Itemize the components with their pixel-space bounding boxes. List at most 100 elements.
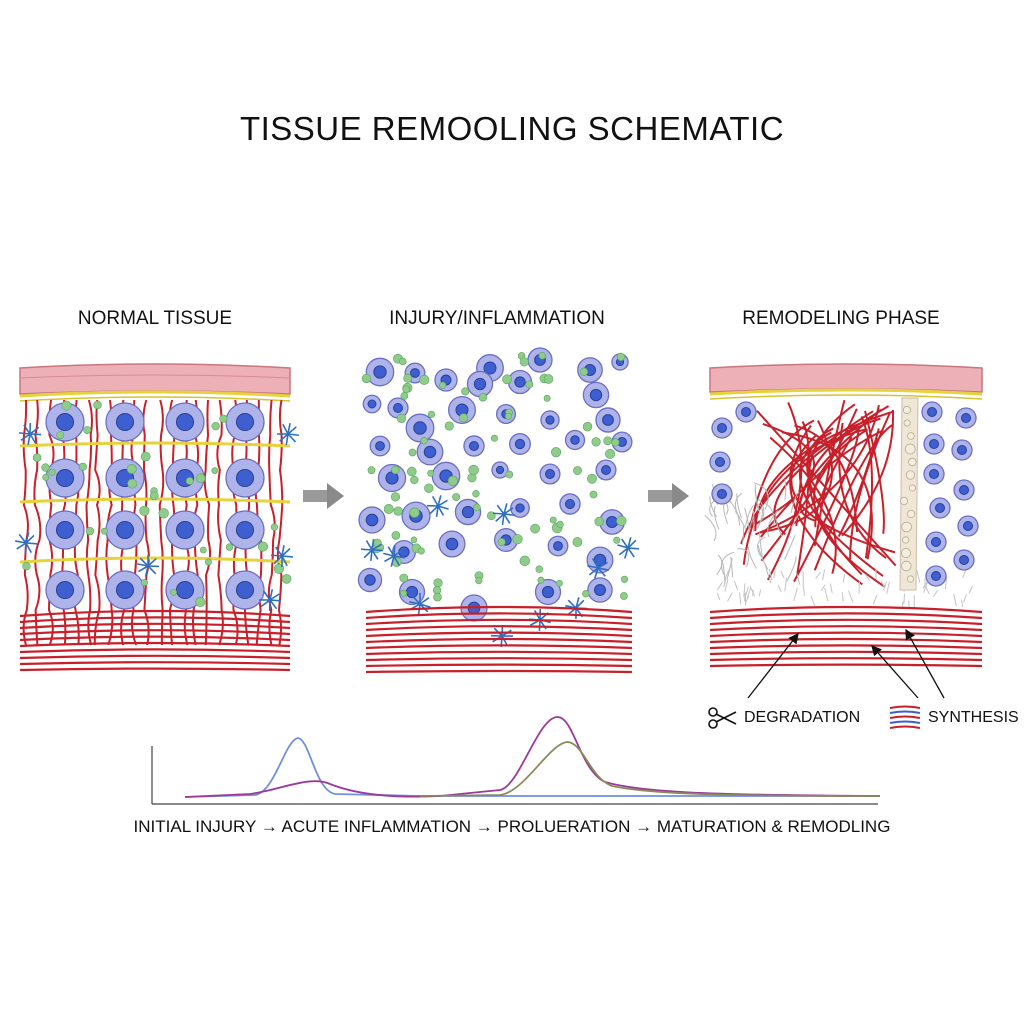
granule [140,578,148,586]
mesh-strand [815,572,821,579]
granule [589,490,598,499]
muscle-fiber [19,629,291,636]
granule [399,357,407,366]
cell-nucleus [445,537,459,551]
granule [41,463,50,472]
fibrin-particle [906,509,916,519]
cell-nucleus [541,585,555,599]
granule [78,462,87,471]
collagen-fiber [33,399,42,646]
granule [390,492,401,502]
collagen-fiber [864,410,885,534]
muscle-fiber [365,657,633,662]
fibrin-particle [902,405,912,415]
immune-star [137,554,160,577]
cell-nucleus [931,571,941,581]
granule [594,516,604,527]
muscle-fiber [365,612,633,620]
granule [139,505,150,516]
granule [361,373,371,384]
cell-nucleus [365,513,379,527]
mesh-strand [726,558,733,580]
cell-nucleus [514,376,526,388]
granule [257,541,269,552]
collagen-fiber [267,399,276,646]
cell-nucleus [393,403,403,413]
muscle-fiber [19,609,291,618]
granule [613,536,621,544]
mesh-strand [768,568,773,581]
cell-nucleus [601,465,611,475]
granule [32,453,42,462]
granule [582,421,593,432]
mesh-strand [933,590,939,597]
mesh-strand [848,590,854,603]
granule [42,473,50,481]
mesh-strand [865,573,871,582]
granule [475,576,483,585]
scissors-icon [708,707,737,729]
mesh-strand [872,594,878,605]
muscle-fiber [709,663,983,668]
granule [543,394,551,402]
granule [427,469,435,477]
mesh-strand [757,498,765,521]
cell-grid [45,402,265,610]
mesh-strand [736,493,742,518]
fibrin-particle [905,470,916,480]
cell-nucleus [423,445,437,459]
granule [199,546,207,554]
timeline-caption: INITIAL INJURY → ACUTE INFLAMMATION → PR… [133,817,891,836]
cell-nucleus [564,498,576,510]
cell-nucleus [545,415,555,425]
immune-star [490,624,514,648]
cell-nucleus [55,580,75,600]
mesh-strand [721,551,735,575]
granule [48,468,56,476]
inflammatory-cells [357,347,633,622]
granule [367,466,376,475]
cell-nucleus [461,505,475,519]
granule [420,437,428,445]
cell-nucleus [514,438,526,450]
granule [519,357,529,367]
granule [579,367,589,376]
collagen-fiber [756,410,897,567]
mesh-strand [752,510,755,532]
cell-nucleus [715,457,725,467]
immune-star [276,423,300,445]
cell-nucleus [741,407,751,417]
granule [140,451,151,462]
granule [399,573,409,583]
mesh-strand [716,554,723,576]
collagen-fiber [838,422,887,559]
granule [127,478,138,489]
collagen-fiber [742,428,866,565]
granule [616,515,627,526]
panel-remodeling-phase [704,363,983,699]
cell-nucleus [55,520,75,540]
mesh-strand [944,576,948,590]
granule [407,466,417,477]
panel-label-remodel: REMODELING PHASE [742,308,940,329]
matrix-mesh [704,479,973,608]
cell-nucleus [468,440,480,452]
mesh-strand [822,569,826,581]
fibrin-column [899,397,919,591]
mesh-strand [757,503,764,529]
immune-star [15,532,38,555]
mesh-strand [717,581,723,591]
mesh-strand [820,584,826,592]
mesh-strand [842,574,846,583]
muscle-fiber [19,654,291,660]
mesh-strand [784,479,787,501]
muscle-fiber [19,622,291,630]
panel-label-normal: NORMAL TISSUE [77,308,233,329]
mesh-strand [724,579,729,592]
muscle-fiber [709,657,983,662]
mesh-strand [730,556,734,578]
mesh-strand [747,511,756,535]
granule [383,504,394,514]
granule [427,410,436,419]
fibrin-particle [908,457,917,467]
